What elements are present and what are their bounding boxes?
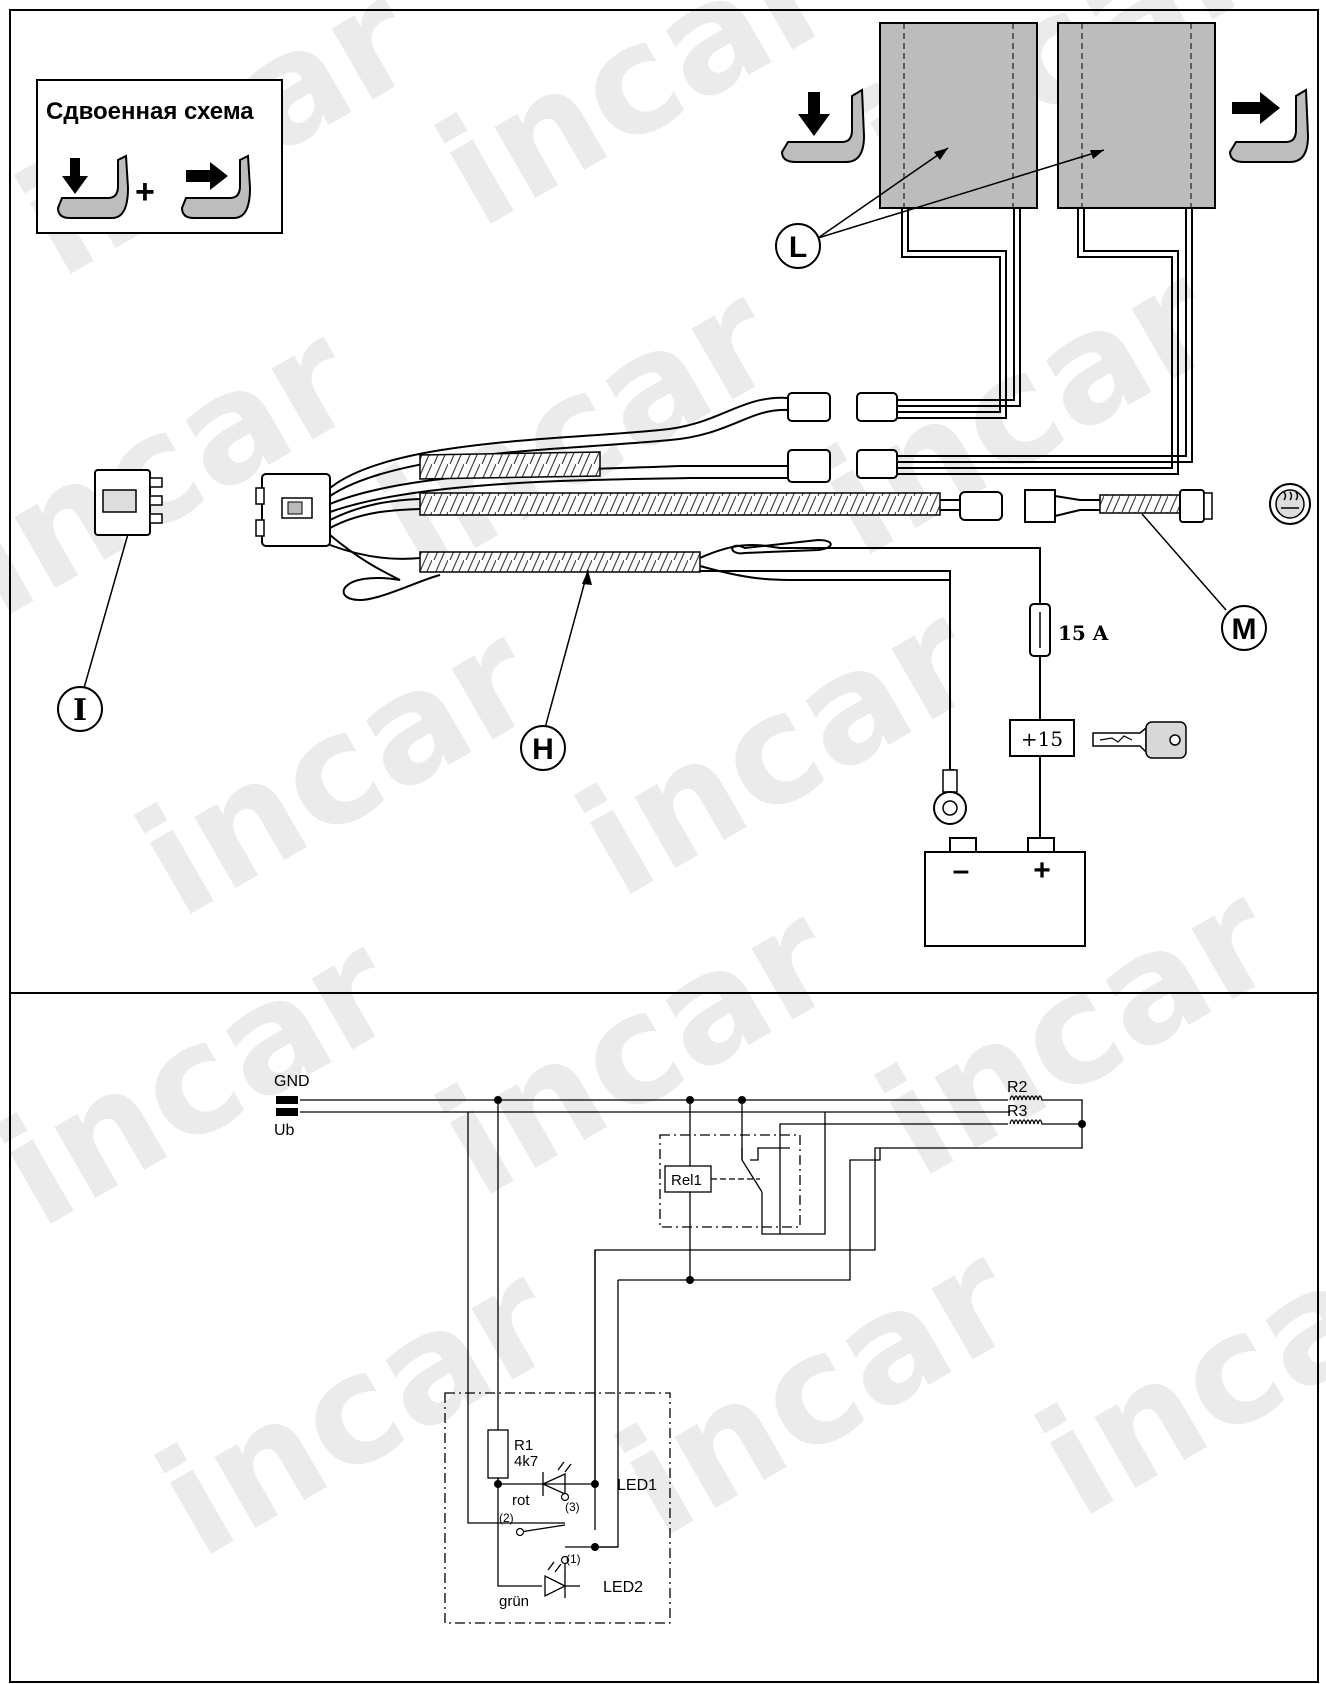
svg-text:incar: incar bbox=[591, 1209, 1044, 1571]
schematic-junctions bbox=[494, 1096, 1086, 1551]
connector-heater-backrest-a bbox=[787, 449, 898, 483]
ignition-key-icon bbox=[1092, 721, 1187, 759]
label-led2: LED2 bbox=[603, 1579, 643, 1596]
svg-text:incar: incar bbox=[1011, 1189, 1326, 1551]
heating-element-backrest bbox=[1057, 22, 1216, 209]
heater-wires bbox=[895, 208, 1193, 475]
callout-h-leader bbox=[544, 569, 589, 729]
legend-box: Сдвоенная схема + bbox=[36, 79, 283, 234]
fuse-15a bbox=[1029, 603, 1051, 657]
seat-heater-switch-icon bbox=[1269, 483, 1311, 525]
connector-switch bbox=[959, 489, 1081, 523]
label-pin3: (3) bbox=[565, 1500, 580, 1514]
ground-ring-terminal bbox=[933, 769, 967, 825]
outer-frame bbox=[9, 9, 1319, 1683]
svg-text:incar: incar bbox=[111, 589, 564, 951]
seat-cushion-icon bbox=[780, 88, 866, 163]
battery-plus-label: + bbox=[1033, 854, 1051, 887]
label-led1: LED1 bbox=[617, 1477, 657, 1494]
label-gnd: GND bbox=[274, 1073, 310, 1090]
watermark: incar incar incar incar incar incar inca… bbox=[0, 0, 1326, 1591]
braided-sleeves bbox=[419, 451, 1181, 573]
callout-m-leader bbox=[1141, 513, 1227, 611]
svg-text:L: L bbox=[789, 231, 807, 264]
label-led2-color: grün bbox=[499, 1593, 529, 1610]
label-r1-name: R1 bbox=[514, 1437, 533, 1454]
switch-plug bbox=[1179, 489, 1213, 523]
callout-m: M bbox=[1221, 605, 1267, 651]
label-r2: R2 bbox=[1007, 1079, 1028, 1096]
callout-i: I bbox=[57, 686, 103, 732]
label-r3: R3 bbox=[1007, 1103, 1028, 1120]
legend-title: Сдвоенная схема bbox=[46, 98, 254, 125]
connector-heater-cushion-a bbox=[787, 392, 898, 422]
fuse-label: 15 A bbox=[1058, 621, 1109, 645]
legend-plus: + bbox=[135, 173, 155, 211]
main-connector-harness bbox=[255, 473, 331, 547]
ignition-label: +15 bbox=[1021, 727, 1063, 751]
callout-l-leader-2 bbox=[817, 149, 1105, 239]
svg-text:incar: incar bbox=[0, 289, 384, 651]
svg-text:incar: incar bbox=[131, 1229, 584, 1591]
battery-minus-label: – bbox=[953, 854, 970, 887]
callout-l: L bbox=[775, 223, 821, 269]
heating-element-cushion bbox=[879, 22, 1038, 209]
label-pin2: (2) bbox=[499, 1511, 514, 1525]
label-relay: Rel1 bbox=[671, 1172, 702, 1189]
callout-i-leader bbox=[83, 533, 129, 689]
svg-text:incar: incar bbox=[0, 899, 424, 1261]
ground-wire bbox=[700, 570, 951, 770]
ignition-terminal bbox=[1009, 719, 1075, 757]
svg-text:H: H bbox=[532, 733, 554, 766]
schematic bbox=[276, 1095, 1083, 1624]
label-ub: Ub bbox=[274, 1122, 295, 1139]
svg-text:incar: incar bbox=[411, 0, 864, 261]
label-led1-color: rot bbox=[512, 1492, 530, 1509]
label-r1-value: 4k7 bbox=[514, 1453, 538, 1470]
battery bbox=[924, 837, 1086, 947]
seat-backrest-icon bbox=[1228, 88, 1310, 163]
callout-l-leader-1 bbox=[817, 147, 949, 239]
fuse-holder-loop bbox=[731, 538, 1040, 555]
label-pin1: (1) bbox=[566, 1552, 581, 1566]
svg-text:I: I bbox=[73, 693, 87, 728]
seat-heat-cushion-icon bbox=[56, 154, 130, 219]
schematic-open-contacts bbox=[515, 1492, 570, 1565]
svg-text:M: M bbox=[1232, 613, 1257, 646]
callout-h: H bbox=[520, 725, 566, 771]
control-unit-connector bbox=[94, 469, 163, 536]
seat-heat-backrest-icon bbox=[180, 154, 252, 219]
